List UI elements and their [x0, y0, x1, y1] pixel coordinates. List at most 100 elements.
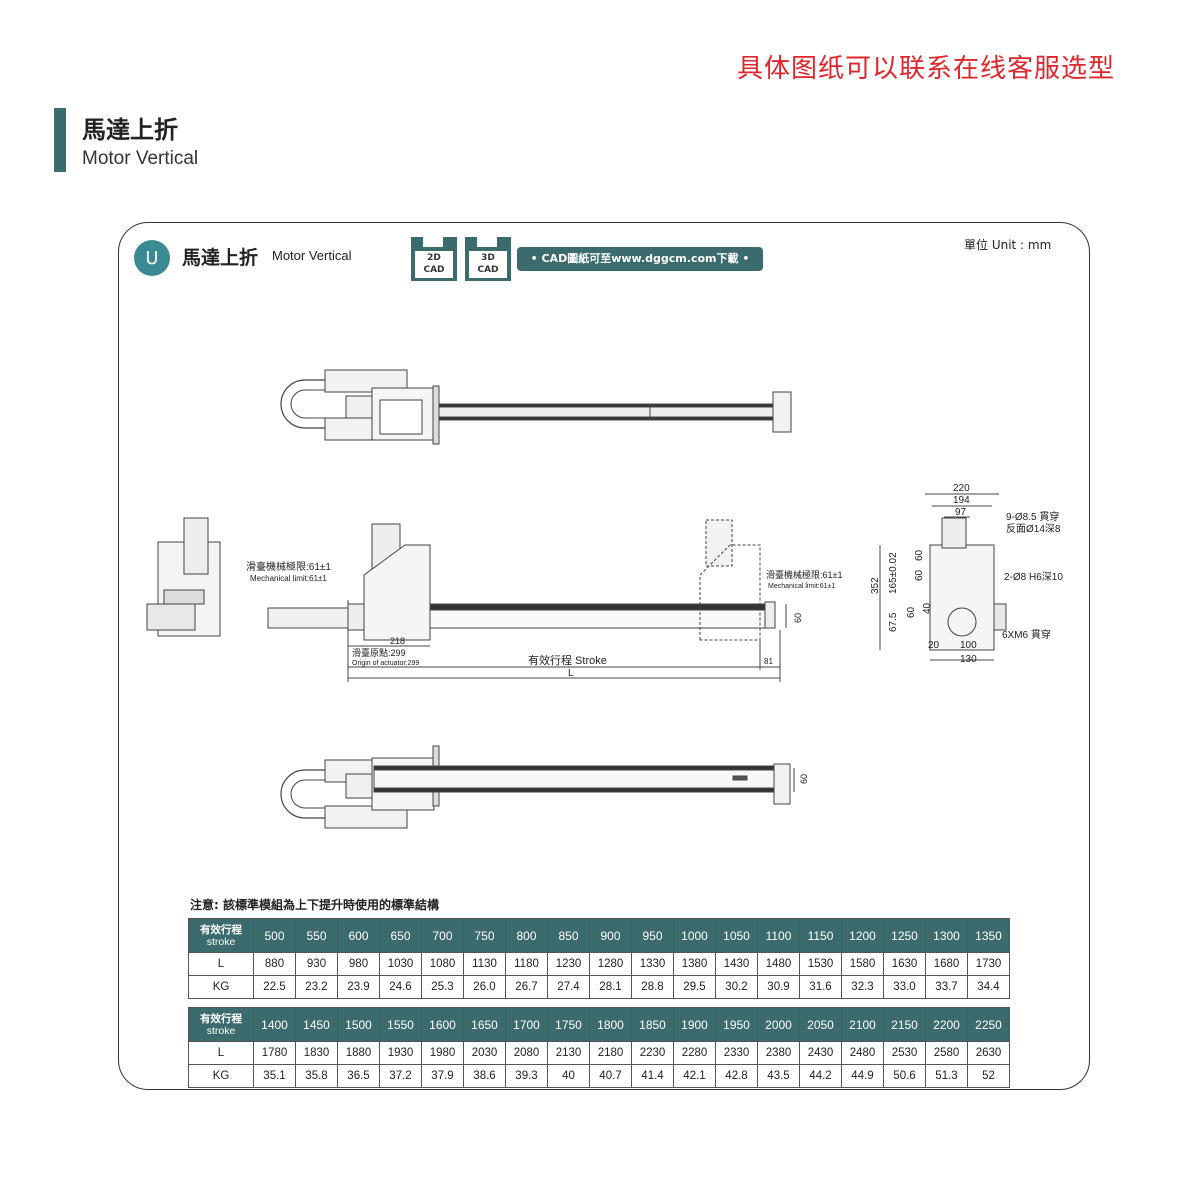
stroke-cell: 1300	[925, 918, 968, 953]
cad-download-link[interactable]: • CAD圖紙可至www.dggcm.com下載 •	[517, 247, 763, 271]
floppy-icon	[477, 237, 497, 247]
length-cell: 2230	[631, 1041, 674, 1065]
length-cell: 930	[295, 952, 338, 976]
stroke-cell: 2050	[799, 1007, 842, 1042]
end-hole3: 2-Ø8 H6深10	[1004, 571, 1063, 583]
weight-cell: 39.3	[505, 1064, 548, 1088]
length-cell: 2030	[463, 1041, 506, 1065]
origin-en: Origin of actuator:299	[352, 660, 419, 667]
weight-cell: 23.2	[295, 975, 338, 999]
length-cell: 1830	[295, 1041, 338, 1065]
weight-cell: 38.6	[463, 1064, 506, 1088]
weight-cell: 33.0	[883, 975, 926, 999]
weight-cell: 37.2	[379, 1064, 422, 1088]
stroke-cell: 1750	[547, 1007, 590, 1042]
stroke-cell: 1850	[631, 1007, 674, 1042]
weight-cell: 44.9	[841, 1064, 884, 1088]
stroke-header-en: stroke	[206, 935, 236, 948]
weight-cell: 26.7	[505, 975, 548, 999]
end-hole1: 9-Ø8.5 貫穿	[1006, 510, 1059, 523]
length-cell: 1880	[337, 1041, 380, 1065]
stroke-cell: 950	[631, 918, 674, 953]
length-cell: 1630	[883, 952, 926, 976]
stroke-cell: 1250	[883, 918, 926, 953]
length-label: L	[188, 952, 254, 976]
weight-cell: 29.5	[673, 975, 716, 999]
panel-badge: U	[134, 240, 170, 276]
stroke-cell: 2150	[883, 1007, 926, 1042]
stroke-cell: 1950	[715, 1007, 758, 1042]
end-w130: 130	[960, 654, 977, 665]
end-hole2: 反面Ø14深8	[1006, 523, 1061, 535]
stroke-cell: 1500	[337, 1007, 380, 1042]
weight-cell: 36.5	[337, 1064, 380, 1088]
stroke-cell: 1000	[673, 918, 716, 953]
weight-cell: 30.9	[757, 975, 800, 999]
panel-title-zh: 馬達上折	[182, 247, 259, 269]
dim-81: 81	[764, 657, 773, 666]
weight-cell: 44.2	[799, 1064, 842, 1088]
length-cell: 1080	[421, 952, 464, 976]
length-cell: 1930	[379, 1041, 422, 1065]
weight-cell: 42.8	[715, 1064, 758, 1088]
cad-2d-line2: CAD	[423, 265, 445, 275]
stroke-cell: 850	[547, 918, 590, 953]
dim-60b: 60	[799, 774, 809, 784]
length-cell: 2480	[841, 1041, 884, 1065]
dim-L: L	[568, 668, 574, 679]
end-view	[879, 493, 1007, 661]
mech-limit-left-en: Mechanical limit:61±1	[250, 574, 327, 583]
drawing-panel	[118, 222, 1090, 1090]
cad-3d-button[interactable]: 3D CAD	[465, 237, 511, 281]
length-cell: 1430	[715, 952, 758, 976]
length-cell: 2580	[925, 1041, 968, 1065]
cad-3d-line2: CAD	[477, 265, 499, 275]
stroke-header-zh: 有效行程	[200, 1012, 242, 1025]
weight-cell: 27.4	[547, 975, 590, 999]
length-cell: 1580	[841, 952, 884, 976]
length-cell: 1030	[379, 952, 422, 976]
end-w20: 20	[928, 640, 940, 651]
end-h60b: 60	[914, 569, 925, 581]
weight-cell: 33.7	[925, 975, 968, 999]
stroke-header-en: stroke	[206, 1024, 236, 1037]
weight-cell: 40	[547, 1064, 590, 1088]
stroke-cell: 1900	[673, 1007, 716, 1042]
stroke-label: 有效行程 Stroke	[528, 653, 607, 667]
length-cell: 1730	[967, 952, 1010, 976]
length-cell: 980	[337, 952, 380, 976]
end-hole4: 6XM6 貫穿	[1002, 628, 1051, 641]
stroke-cell: 550	[295, 918, 338, 953]
weight-cell: 26.0	[463, 975, 506, 999]
length-cell: 1330	[631, 952, 674, 976]
weight-cell: 41.4	[631, 1064, 674, 1088]
weight-cell: 25.3	[421, 975, 464, 999]
end-h60c: 60	[906, 606, 917, 618]
stroke-cell: 1600	[421, 1007, 464, 1042]
length-cell: 1130	[463, 952, 506, 976]
length-cell: 1180	[505, 952, 548, 976]
side-view	[146, 517, 221, 637]
weight-label: KG	[188, 975, 254, 999]
weight-cell: 35.8	[295, 1064, 338, 1088]
cad-2d-line1: 2D	[427, 253, 441, 263]
stroke-cell: 1350	[967, 918, 1010, 953]
dim-218: 218	[390, 636, 405, 646]
stroke-cell: 2250	[967, 1007, 1010, 1042]
stroke-cell: 1650	[463, 1007, 506, 1042]
end-w97: 97	[955, 507, 967, 518]
table-note: 注意: 該標準模組為上下提升時使用的標準結構	[190, 898, 439, 912]
stroke-cell: 1450	[295, 1007, 338, 1042]
floppy-icon	[423, 237, 443, 247]
length-cell: 2330	[715, 1041, 758, 1065]
origin-zh: 滑臺原點:299	[352, 647, 406, 658]
cad-3d-line1: 3D	[481, 253, 495, 263]
end-h165: 165±0.02	[888, 552, 899, 594]
cad-2d-button[interactable]: 2D CAD	[411, 237, 457, 281]
weight-cell: 51.3	[925, 1064, 968, 1088]
length-cell: 2130	[547, 1041, 590, 1065]
